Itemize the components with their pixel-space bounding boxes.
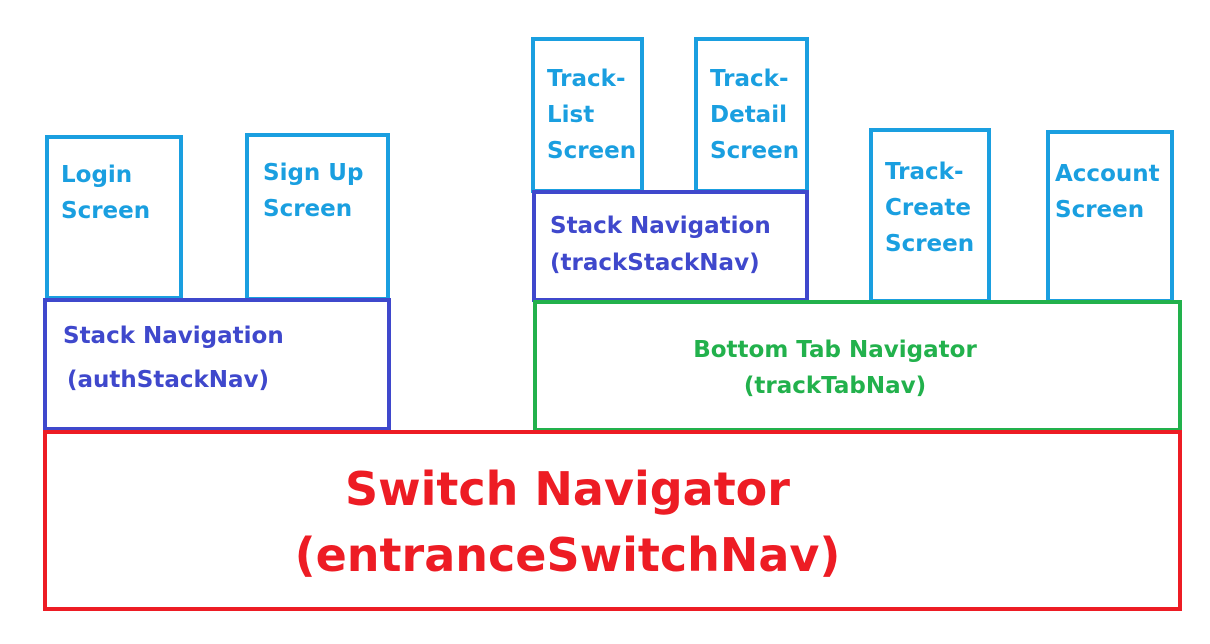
signup-screen-node: Sign Up Screen	[245, 133, 390, 301]
track-detail-screen-node: Track- Detail Screen	[694, 37, 809, 193]
track-stack-title: Stack Navigation	[550, 213, 771, 239]
track-create-screen-node: Track- Create Screen	[869, 128, 991, 303]
auth-stack-name: (authStackNav)	[67, 367, 270, 393]
account-screen-node: Account Screen	[1046, 130, 1174, 303]
login-screen-node: Login Screen	[45, 135, 183, 300]
bottom-tab-nav-node: Bottom Tab Navigator (trackTabNav)	[533, 300, 1182, 432]
switch-nav-name: (entranceSwitchNav)	[294, 528, 841, 582]
tab-nav-title: Bottom Tab Navigator	[693, 337, 977, 363]
tab-nav-name: (trackTabNav)	[743, 373, 927, 399]
switch-nav-node: Switch Navigator (entranceSwitchNav)	[43, 430, 1182, 611]
track-stack-name: (trackStackNav)	[550, 250, 760, 276]
auth-stack-nav-node: Stack Navigation (authStackNav)	[43, 298, 391, 431]
track-list-screen-node: Track- List Screen	[531, 37, 644, 193]
track-stack-nav-node: Stack Navigation (trackStackNav)	[532, 190, 809, 302]
auth-stack-title: Stack Navigation	[63, 323, 284, 349]
switch-nav-title: Switch Navigator	[345, 462, 790, 516]
